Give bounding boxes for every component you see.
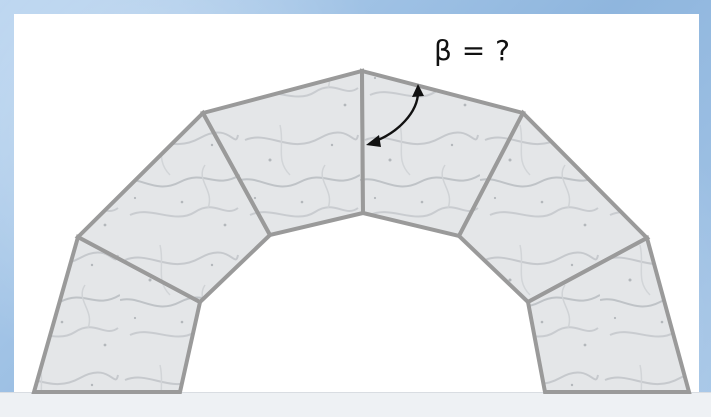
arch-stone-6 — [525, 235, 692, 394]
arrowhead-bottom — [366, 135, 381, 147]
angle-arc — [372, 91, 420, 144]
footer-strip — [0, 392, 711, 417]
arrowhead-top — [412, 84, 424, 97]
angle-label: β = ? — [434, 34, 511, 67]
